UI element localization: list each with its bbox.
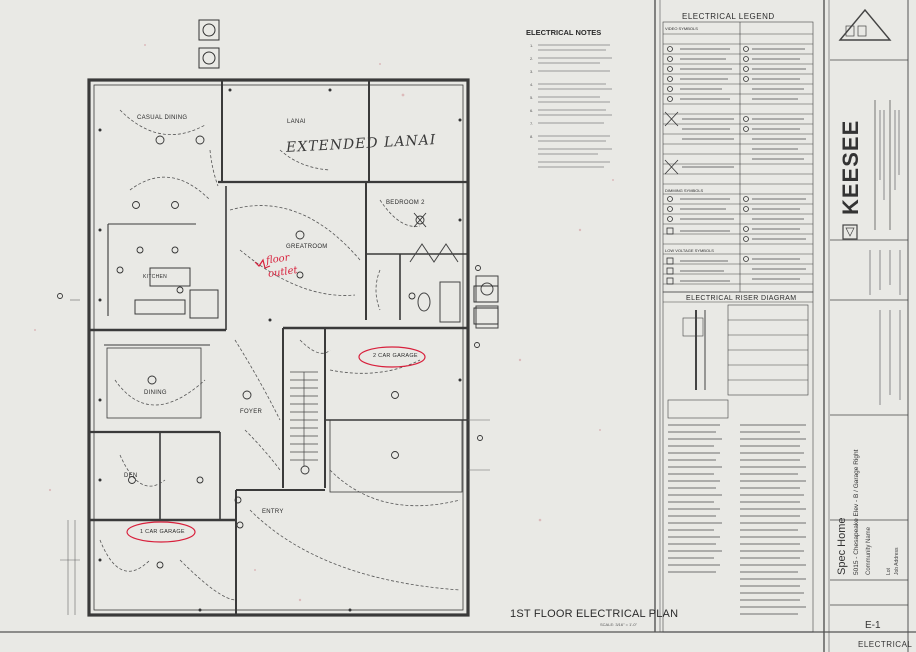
floor-outlet-star: [254, 258, 271, 269]
garage-2-circle: [358, 346, 426, 368]
garage-1-circle: [126, 521, 196, 543]
red-annotations: [126, 258, 426, 543]
stairs: [290, 371, 318, 466]
svg-text:2.: 2.: [530, 56, 533, 61]
legend-table: [662, 21, 814, 633]
fixtures: [57, 135, 483, 569]
wiring: [99, 109, 461, 601]
room-label-kitchen: KITCHEN: [143, 274, 168, 280]
title-block: [830, 8, 908, 606]
exterior-symbols: [198, 19, 499, 325]
svg-text:1.: 1.: [530, 43, 533, 48]
legend-symbols-heading: VIDEO SYMBOLS: [665, 26, 698, 31]
room-label-lanai: LANAI: [287, 119, 306, 125]
svg-text:3.: 3.: [530, 69, 533, 74]
room-label-den: DEN: [124, 473, 138, 479]
legend-title: ELECTRICAL LEGEND: [682, 12, 775, 21]
title-block-lines: [869, 110, 901, 405]
room-label-bedroom: BEDROOM 2: [386, 200, 425, 206]
notes-title: ELECTRICAL NOTES: [526, 28, 602, 37]
sheet-number: E-1: [865, 620, 881, 631]
sheet-footer: ELECTRICAL: [858, 640, 913, 649]
legend-symbols: [664, 46, 749, 285]
brand-logo-text: KEESEE: [838, 119, 863, 215]
paper-marks: [34, 44, 614, 602]
legend-low-voltage-heading: LOW VOLTAGE SYMBOLS: [665, 248, 714, 253]
outlets: [98, 88, 462, 612]
notes-list: 1. 2. 3. 4. 5. 6. 7. 8.: [530, 43, 533, 139]
svg-text:4.: 4.: [530, 82, 533, 87]
room-label-foyer: FOYER: [240, 409, 263, 415]
notes-text-lines: [538, 44, 612, 168]
svg-text:5.: 5.: [530, 95, 533, 100]
dimensions: [60, 299, 490, 615]
room-label-dining: DINING: [144, 390, 167, 396]
legend-dimming-heading: DIMMING SYMBOLS: [665, 188, 704, 193]
community-name: Community Name: [866, 526, 872, 575]
room-label-entry: ENTRY: [262, 509, 284, 515]
svg-text:7.: 7.: [530, 121, 533, 126]
room-label-2-car-garage: 2 CAR GARAGE: [373, 353, 418, 359]
project-name: Spec Home: [836, 517, 848, 575]
room-label-greatroom: GREATROOM: [286, 244, 328, 250]
riser-title: ELECTRICAL RISER DIAGRAM: [686, 295, 797, 302]
room-label-1-car-garage: 1 CAR GARAGE: [140, 529, 185, 535]
svg-text:8.: 8.: [530, 134, 533, 139]
room-label-casual-dining: CASUAL DINING: [137, 115, 188, 121]
plan-scale: SCALE: 3/16" = 1'-0": [600, 622, 638, 627]
lot-label: Lot: [886, 568, 892, 575]
plan-title: 1ST FLOOR ELECTRICAL PLAN: [510, 608, 679, 620]
walls: [87, 78, 470, 617]
project-model: 5015 - Chesapeake Elev - B / Garage Righ…: [853, 449, 860, 575]
job-address: Job Address: [894, 547, 900, 575]
svg-text:6.: 6.: [530, 108, 533, 113]
legend-text-lines: [668, 48, 806, 615]
